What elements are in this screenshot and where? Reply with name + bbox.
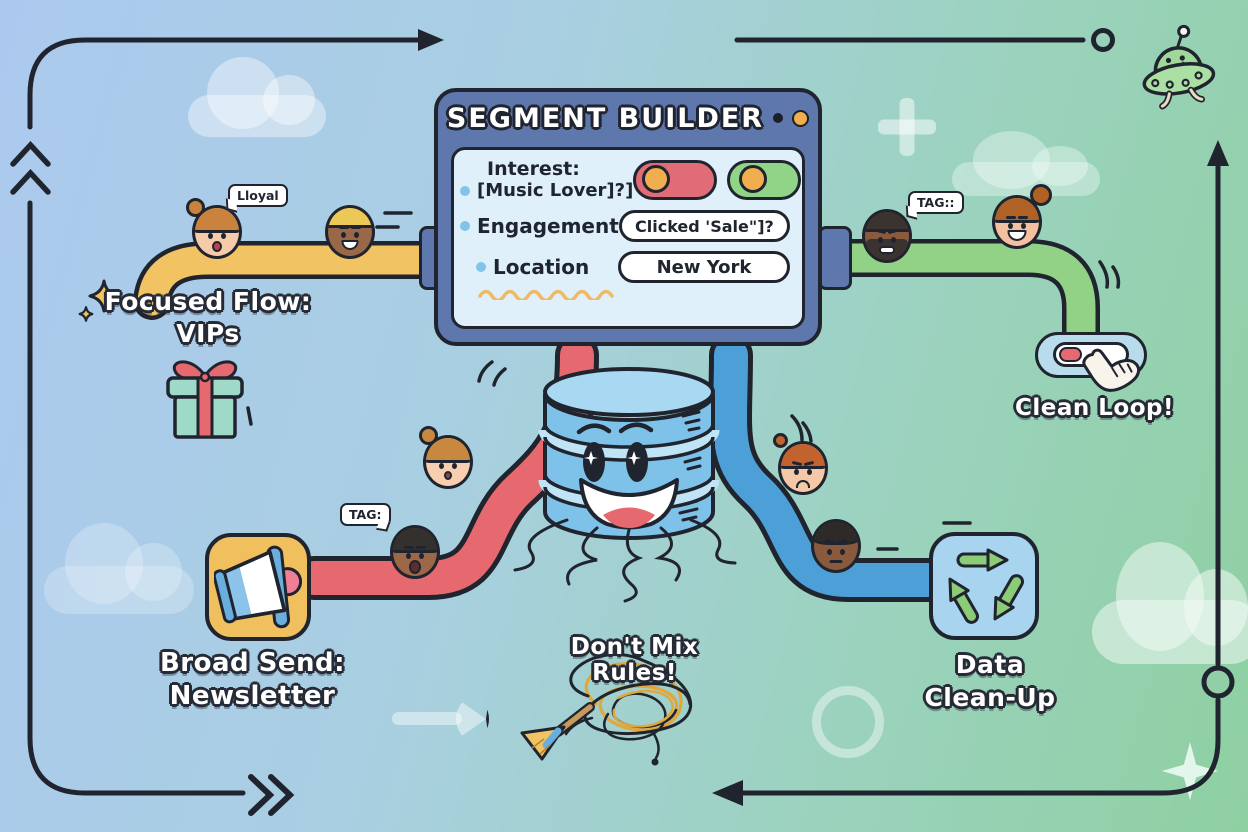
loyal-speech-bubble: Lloyal bbox=[228, 184, 288, 207]
border-arrows bbox=[10, 28, 1235, 816]
window-dot-icon[interactable] bbox=[792, 109, 810, 127]
broad-send-label: Broad Send:Newsletter bbox=[159, 648, 346, 711]
location-input[interactable]: New York bbox=[618, 251, 790, 283]
face-blonde-man bbox=[323, 202, 379, 262]
face-bearded-man bbox=[860, 206, 916, 266]
window-dot-icon[interactable] bbox=[773, 113, 784, 123]
cloud bbox=[952, 131, 1100, 196]
interest-row: Interest: [Music Lover]?] bbox=[460, 158, 802, 201]
recycle-icon bbox=[948, 548, 1025, 624]
cloud bbox=[44, 522, 194, 614]
circle-watermark bbox=[812, 686, 884, 758]
interest-label: Interest: bbox=[487, 158, 580, 180]
face-worried-girl bbox=[773, 433, 832, 498]
face-woman-bun-red-path bbox=[419, 426, 477, 492]
interest-toggle-off[interactable] bbox=[633, 160, 718, 200]
window-title: SEGMENT BUILDER bbox=[446, 102, 765, 134]
location-label: Location bbox=[493, 255, 590, 279]
arrow-watermark bbox=[392, 698, 489, 740]
gift-icon bbox=[166, 360, 244, 439]
bullet-icon bbox=[460, 185, 470, 196]
megaphone-icon bbox=[214, 545, 302, 629]
interest-value: [Music Lover]?] bbox=[477, 180, 634, 201]
motion-marks bbox=[246, 211, 1121, 551]
segment-builder-window: SEGMENT BUILDER Interest: [Music Lover]?… bbox=[434, 88, 822, 346]
broom-icon bbox=[520, 702, 595, 761]
tangled-legs bbox=[513, 518, 737, 603]
title-bar: SEGMENT BUILDER bbox=[438, 92, 818, 144]
dont-mix-rules-label: Don't Mix Rules! bbox=[570, 634, 699, 686]
clean-loop-label: Clean Loop! bbox=[1015, 395, 1174, 421]
tag-speech-bubble-red: TAG: bbox=[340, 503, 391, 526]
bullet-icon bbox=[460, 221, 470, 231]
face-smiling-woman bbox=[990, 184, 1052, 252]
face-surprised-boy bbox=[388, 522, 444, 582]
interest-toggle-on[interactable] bbox=[727, 160, 802, 200]
squiggle-underline bbox=[478, 289, 614, 303]
broadcast-box[interactable] bbox=[205, 533, 311, 641]
face-curly-boy bbox=[809, 516, 865, 576]
face-woman-bun bbox=[186, 198, 246, 262]
toggle-knob[interactable] bbox=[642, 165, 671, 193]
cloud bbox=[188, 57, 326, 137]
tag-speech-bubble-green: TAG:: bbox=[908, 191, 964, 214]
cloud bbox=[1092, 542, 1248, 664]
data-cleanup-box[interactable] bbox=[929, 532, 1039, 640]
toggle-knob[interactable] bbox=[1059, 347, 1082, 362]
panel-right-connector bbox=[818, 226, 852, 290]
engagement-row: Engagement Clicked 'Sale"]? bbox=[460, 210, 790, 242]
tangle-icon bbox=[564, 653, 693, 766]
toggle-knob[interactable] bbox=[739, 165, 768, 193]
ufo-icon bbox=[1142, 24, 1216, 110]
database-icon bbox=[513, 367, 737, 603]
hand-cursor-icon bbox=[1082, 348, 1141, 392]
focused-flow-label: Focused Flow:VIPs bbox=[104, 287, 312, 348]
location-row: Location New York bbox=[460, 251, 790, 283]
builder-screen: Interest: [Music Lover]?] Engagement Cli… bbox=[451, 147, 805, 329]
engagement-label: Engagement bbox=[477, 214, 619, 238]
sparkle-icon bbox=[78, 279, 120, 322]
engagement-input[interactable]: Clicked 'Sale"]? bbox=[618, 210, 790, 242]
bullet-icon bbox=[476, 262, 486, 272]
arrowheads bbox=[418, 29, 1229, 806]
